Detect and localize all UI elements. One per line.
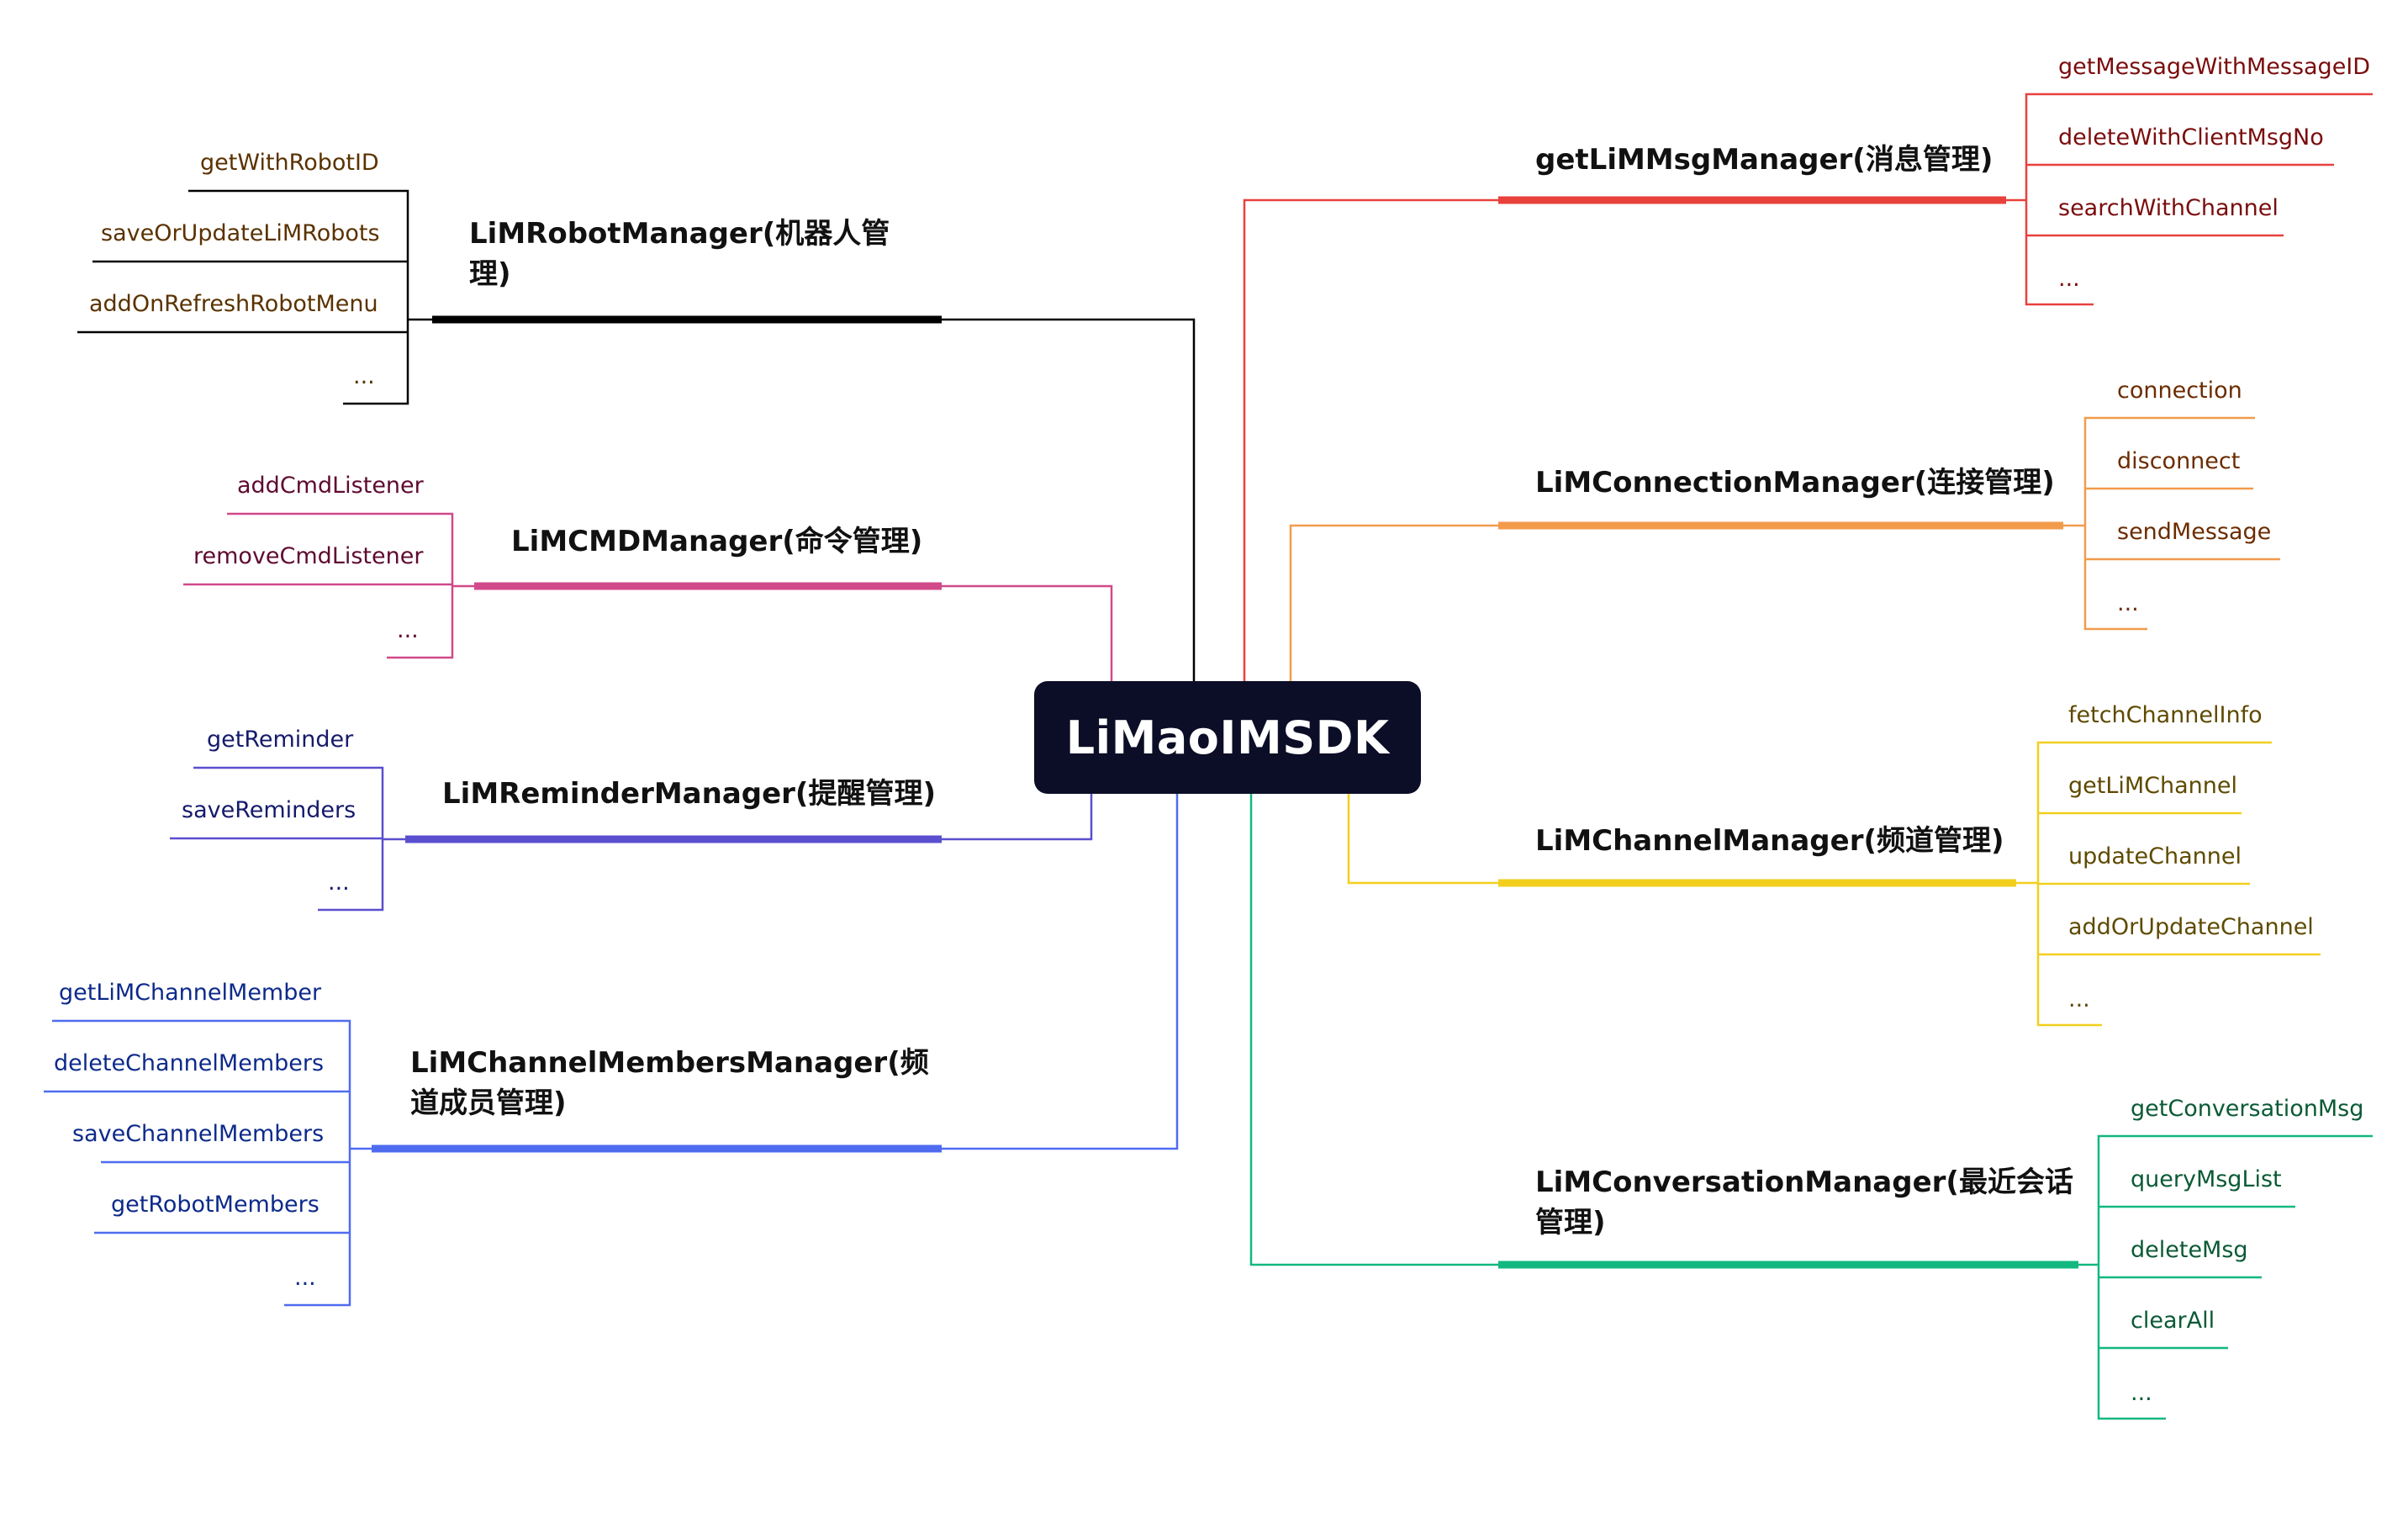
branch-connection-manager[interactable]: LiMConnectionManager(连接管理) xyxy=(1535,466,2055,500)
cmd-connectors xyxy=(183,512,1113,681)
leaf-robot-1[interactable]: saveOrUpdateLiMRobots xyxy=(101,220,380,246)
branch-msg-manager[interactable]: getLiMMsgManager(消息管理) xyxy=(1535,143,1993,177)
leaf-connection-2[interactable]: sendMessage xyxy=(2117,519,2272,545)
leaf-cmd-0[interactable]: addCmdListener xyxy=(237,473,424,499)
conversation-connectors xyxy=(1249,794,2373,1420)
leaf-members-4[interactable]: ... xyxy=(294,1265,316,1291)
leaf-robot-0[interactable]: getWithRobotID xyxy=(200,150,379,176)
leaf-channel-3[interactable]: addOrUpdateChannel xyxy=(2068,914,2314,940)
branch-conversation-manager[interactable]: LiMConversationManager(最近会话 管理) xyxy=(1535,1162,2073,1243)
leaf-channel-1[interactable]: getLiMChannel xyxy=(2068,773,2238,799)
branch-cmd-manager[interactable]: LiMCMDManager(命令管理) xyxy=(511,525,923,558)
leaf-msg-1[interactable]: deleteWithClientMsgNo xyxy=(2058,124,2324,151)
leaf-robot-3[interactable]: ... xyxy=(353,363,375,389)
branch-robot-title-line1: LiMRobotManager(机器人管 xyxy=(469,217,890,251)
members-connectors xyxy=(44,794,1179,1307)
leaf-msg-3[interactable]: ... xyxy=(2058,266,2080,292)
leaf-members-3[interactable]: getRobotMembers xyxy=(111,1192,319,1218)
leaf-conversation-3[interactable]: clearAll xyxy=(2131,1308,2215,1334)
msg-connectors xyxy=(1243,92,2373,681)
leaf-connection-0[interactable]: connection xyxy=(2117,378,2242,404)
leaf-members-2[interactable]: saveChannelMembers xyxy=(72,1121,325,1147)
leaf-reminder-1[interactable]: saveReminders xyxy=(182,797,356,823)
leaf-cmd-2[interactable]: ... xyxy=(397,617,419,643)
branch-members-manager[interactable]: LiMChannelMembersManager(频 道成员管理) xyxy=(410,1043,929,1123)
leaf-members-1[interactable]: deleteChannelMembers xyxy=(54,1050,325,1076)
branch-channel-manager[interactable]: LiMChannelManager(频道管理) xyxy=(1535,824,2004,858)
root-node[interactable]: LiMaoIMSDK xyxy=(1034,681,1421,794)
branch-members-title-line2: 道成员管理) xyxy=(410,1086,567,1120)
leaf-channel-4[interactable]: ... xyxy=(2068,986,2090,1012)
branch-members-title-line1: LiMChannelMembersManager(频 xyxy=(410,1046,929,1080)
leaf-msg-0[interactable]: getMessageWithMessageID xyxy=(2058,54,2371,80)
leaf-conversation-1[interactable]: queryMsgList xyxy=(2131,1166,2282,1192)
leaf-conversation-2[interactable]: deleteMsg xyxy=(2131,1237,2248,1263)
leaf-cmd-1[interactable]: removeCmdListener xyxy=(193,543,424,569)
leaf-channel-2[interactable]: updateChannel xyxy=(2068,843,2242,870)
leaf-reminder-0[interactable]: getReminder xyxy=(207,727,354,753)
reminder-connectors xyxy=(170,766,1093,912)
leaf-msg-2[interactable]: searchWithChannel xyxy=(2058,195,2279,221)
robot-connectors xyxy=(77,189,1196,681)
leaf-conversation-4[interactable]: ... xyxy=(2131,1380,2152,1406)
leaf-robot-2[interactable]: addOnRefreshRobotMenu xyxy=(89,291,378,317)
connection-connectors xyxy=(1289,416,2280,681)
channel-connectors xyxy=(1347,741,2321,1027)
leaf-members-0[interactable]: getLiMChannelMember xyxy=(59,980,322,1006)
branch-reminder-manager[interactable]: LiMReminderManager(提醒管理) xyxy=(442,777,937,811)
branch-robot-title-line2: 理) xyxy=(469,257,511,291)
leaf-connection-1[interactable]: disconnect xyxy=(2117,448,2241,474)
leaf-conversation-0[interactable]: getConversationMsg xyxy=(2131,1096,2364,1122)
branch-conversation-title-line2: 管理) xyxy=(1535,1206,1606,1240)
leaf-channel-0[interactable]: fetchChannelInfo xyxy=(2068,702,2263,728)
leaf-reminder-2[interactable]: ... xyxy=(328,870,350,896)
leaf-connection-3[interactable]: ... xyxy=(2117,590,2139,616)
branch-robot-manager[interactable]: LiMRobotManager(机器人管 理) xyxy=(469,214,890,294)
branch-conversation-title-line1: LiMConversationManager(最近会话 xyxy=(1535,1166,2073,1199)
